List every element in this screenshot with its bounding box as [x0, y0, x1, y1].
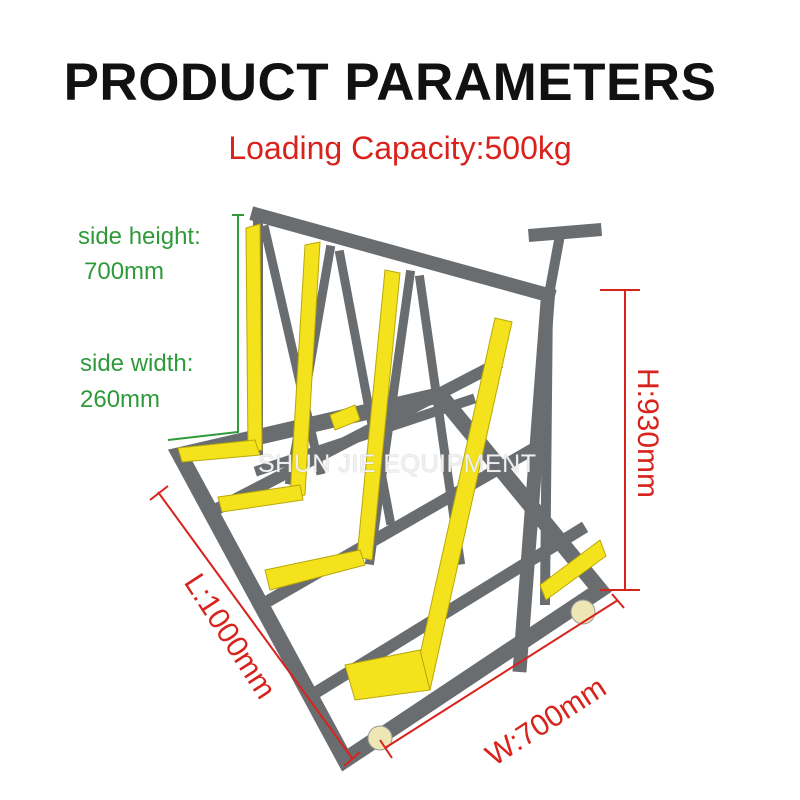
- green-annotation-lines: [167, 214, 244, 441]
- side-height-label: side height:: [78, 223, 201, 250]
- side-height-value: 700mm: [84, 258, 165, 285]
- watermark: SHUN JIE EQUIPMENT: [258, 450, 537, 478]
- page-title: PRODUCT PARAMETERS: [63, 53, 717, 112]
- yellow-pads: [177, 223, 607, 701]
- side-width-label: side width:: [80, 350, 194, 377]
- side-width-value: 260mm: [80, 386, 161, 413]
- wheel: [570, 599, 596, 625]
- height-dimension: H:930mm: [631, 368, 664, 499]
- wheel: [367, 725, 393, 751]
- loading-capacity: Loading Capacity:500kg: [228, 130, 572, 166]
- red-dimension-lines: [149, 289, 640, 767]
